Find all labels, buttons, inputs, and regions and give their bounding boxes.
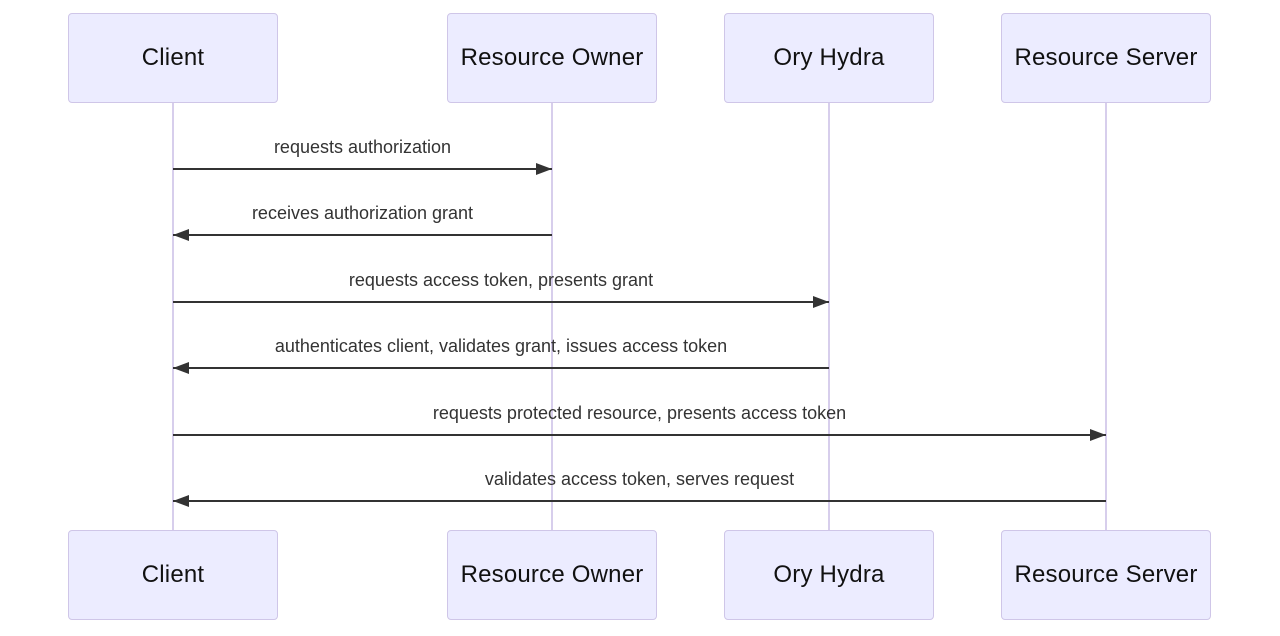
actor-label: Client: [141, 561, 205, 588]
arrowhead-left-icon: [173, 495, 189, 507]
message-receives-authorization-grant: receives authorization grant: [173, 200, 552, 241]
actor-top-client: Client: [68, 13, 278, 103]
message-arrow: [173, 434, 1106, 436]
actor-label: Resource Owner: [460, 561, 644, 588]
message-arrow: [173, 367, 829, 369]
arrowhead-left-icon: [173, 229, 189, 241]
message-requests-protected-resource: requests protected resource, presents ac…: [173, 400, 1106, 441]
message-label: requests access token, presents grant: [348, 270, 654, 290]
actor-bottom-ory-hydra: Ory Hydra: [724, 530, 934, 620]
actor-top-resource-owner: Resource Owner: [447, 13, 657, 103]
message-label: requests authorization: [273, 137, 452, 157]
actor-label: Ory Hydra: [773, 561, 885, 588]
actor-top-resource-server: Resource Server: [1001, 13, 1211, 103]
message-arrow: [173, 168, 552, 170]
message-label: authenticates client, validates grant, i…: [274, 336, 728, 356]
actor-bottom-resource-server: Resource Server: [1001, 530, 1211, 620]
actor-bottom-client: Client: [68, 530, 278, 620]
arrowhead-right-icon: [813, 296, 829, 308]
lifeline-resource-server: [1105, 103, 1107, 531]
arrowhead-right-icon: [536, 163, 552, 175]
message-label: validates access token, serves request: [484, 469, 795, 489]
actor-label: Resource Server: [1014, 44, 1198, 71]
message-authenticates-client: authenticates client, validates grant, i…: [173, 333, 829, 374]
message-arrow: [173, 500, 1106, 502]
message-label: receives authorization grant: [251, 203, 474, 223]
message-validates-access-token: validates access token, serves request: [173, 466, 1106, 507]
message-arrow: [173, 234, 552, 236]
actor-top-ory-hydra: Ory Hydra: [724, 13, 934, 103]
actor-label: Ory Hydra: [773, 44, 885, 71]
message-requests-access-token: requests access token, presents grant: [173, 267, 829, 308]
arrowhead-left-icon: [173, 362, 189, 374]
actor-label: Resource Server: [1014, 561, 1198, 588]
actor-label: Client: [141, 44, 205, 71]
arrowhead-right-icon: [1090, 429, 1106, 441]
actor-bottom-resource-owner: Resource Owner: [447, 530, 657, 620]
message-arrow: [173, 301, 829, 303]
lifeline-resource-owner: [551, 103, 553, 531]
message-label: requests protected resource, presents ac…: [432, 403, 847, 423]
lifeline-ory-hydra: [828, 103, 830, 531]
actor-label: Resource Owner: [460, 44, 644, 71]
message-requests-authorization: requests authorization: [173, 134, 552, 175]
lifeline-client: [172, 103, 174, 531]
